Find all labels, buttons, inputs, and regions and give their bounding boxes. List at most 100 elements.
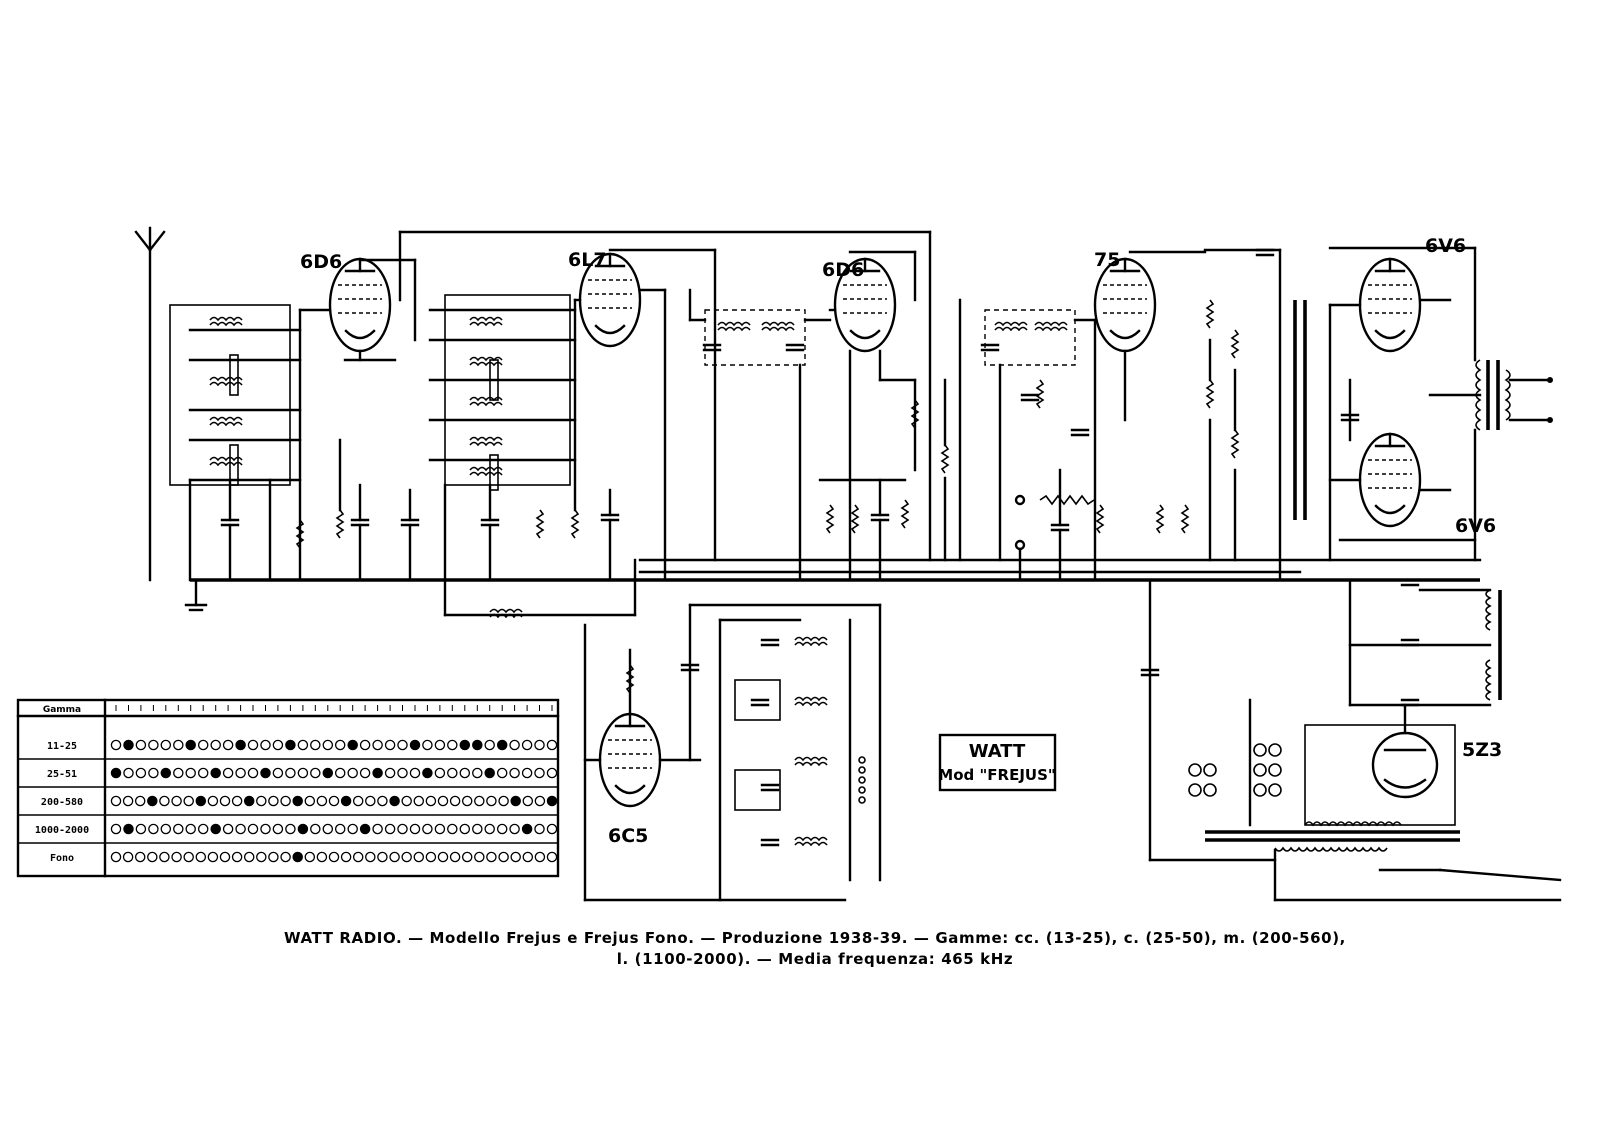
contact-open-dot [322,739,334,751]
contact-open-dot [486,851,497,863]
contact-open-dot [110,739,122,751]
tube-label-6c5: 6C5 [608,825,648,847]
contact-closed-dot [292,851,303,863]
contact-open-dot [509,823,520,835]
caption-line-2: l. (1100-2000). — Media frequenza: 465 k… [616,950,1014,968]
contact-open-dot [328,851,340,863]
contact-open-dot [377,795,388,807]
contact-open-dot [231,851,243,863]
contact-open-dot [328,795,340,807]
tube-6c5-oscillator [583,603,882,902]
contact-open-dot [183,795,194,807]
contact-open-dot [110,823,122,835]
contact-open-dot [397,823,408,835]
contact-open-dot [459,767,471,779]
contact-open-dot [285,823,296,835]
contact-open-dot [173,823,184,835]
contact-closed-dot [484,767,495,779]
contact-open-dot [222,739,234,751]
contact-open-dot [352,795,364,807]
contact-open-dot [297,767,309,779]
contact-open-dot [484,739,495,751]
contact-open-dot [447,767,458,779]
contact-open-dot [260,823,271,835]
contact-closed-dot [285,739,296,751]
contact-open-dot [498,795,509,807]
band-row-label: 11-25 [47,741,77,752]
contact-closed-dot [260,767,271,779]
contact-open-dot [243,851,255,863]
contact-closed-dot [340,795,352,807]
contact-open-dot [316,851,328,863]
contact-open-dot [310,767,321,779]
contact-open-dot [247,767,259,779]
contact-open-dot [534,739,545,751]
contact-open-dot [472,767,483,779]
contact-open-dot [546,739,558,751]
contact-closed-dot [292,795,303,807]
contact-open-dot [122,851,134,863]
contact-open-dot [334,823,346,835]
contact-closed-dot [372,767,383,779]
contact-open-dot [260,739,271,751]
contact-open-dot [509,767,520,779]
contact-open-dot [372,739,383,751]
contact-open-dot [272,767,284,779]
contact-closed-dot [322,767,334,779]
band-row-label: 1000-2000 [35,825,89,836]
nameplate: WATT Mod "FREJUS" [938,733,1057,792]
tube-label-6d6-if: 6D6 [822,259,864,281]
caption-line-1: WATT RADIO. — Modello Frejus e Frejus Fo… [284,929,1346,947]
contact-open-dot [522,795,534,807]
contact-open-dot [210,739,221,751]
contact-open-dot [134,795,146,807]
contact-closed-dot [496,739,508,751]
contact-open-dot [135,767,147,779]
contact-open-dot [147,851,158,863]
contact-open-dot [389,851,400,863]
ground-bus [190,558,1482,582]
contact-open-dot [409,767,421,779]
contact-open-dot [334,767,346,779]
contact-closed-dot [123,739,134,751]
contact-open-dot [280,795,291,807]
contact-open-dot [546,851,558,863]
contact-open-dot [425,795,437,807]
contact-open-dot [310,739,321,751]
contact-open-dot [401,851,412,863]
oscillator-coil-panel [718,618,866,902]
contact-open-dot [461,851,473,863]
filter-chokes [1348,578,1502,707]
contact-open-dot [447,823,458,835]
contact-open-dot [510,851,521,863]
contact-open-dot [148,767,159,779]
contact-open-dot [159,795,170,807]
contact-closed-dot [147,795,158,807]
contact-closed-dot [389,795,400,807]
contact-open-dot [352,851,364,863]
contact-open-dot [522,851,534,863]
contact-closed-dot [210,823,221,835]
contact-open-dot [316,795,328,807]
if-transformer-1 [688,288,832,582]
contact-open-dot [449,795,461,807]
contact-open-dot [171,851,182,863]
contact-open-dot [447,739,458,751]
tube-75-detector [1093,248,1275,582]
osc-coil-assembly [400,294,637,618]
contact-closed-dot [123,823,134,835]
contact-open-dot [222,823,234,835]
contact-open-dot [310,823,321,835]
contact-open-dot [148,823,159,835]
contact-open-dot [434,767,446,779]
contact-open-dot [472,823,483,835]
top-wiring [358,230,1477,582]
contact-open-dot [484,823,495,835]
contact-open-dot [183,851,194,863]
contact-open-dot [135,739,147,751]
contact-open-dot [231,795,243,807]
contact-open-dot [272,739,284,751]
nameplate-line-1: WATT [969,741,1026,762]
output-transformer [1293,300,1553,520]
tube-6d6-rf [298,257,397,362]
